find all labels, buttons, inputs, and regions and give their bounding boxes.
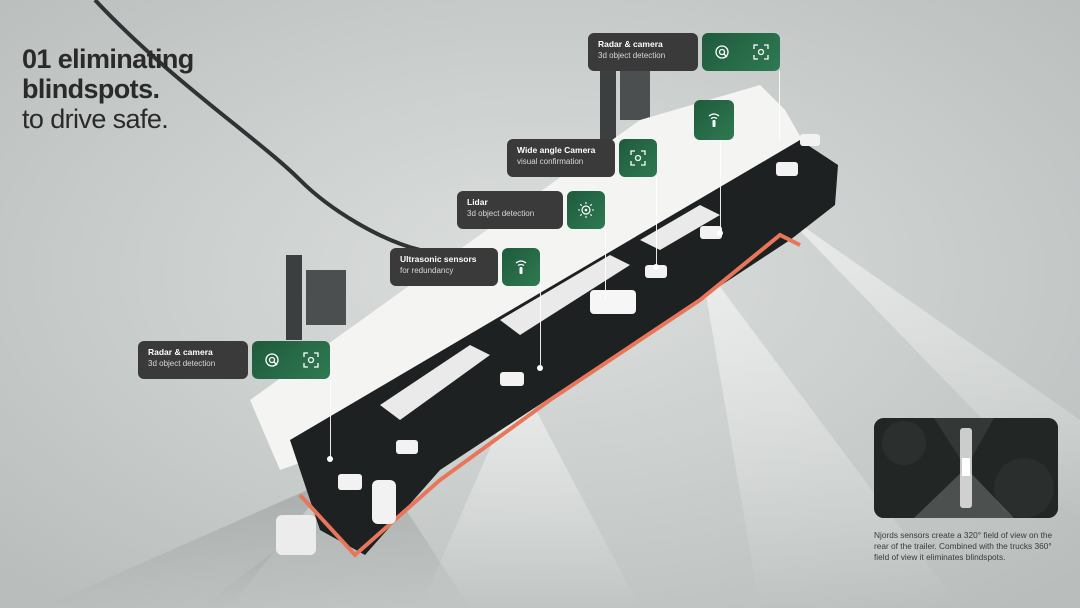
callout-subtitle: for redundancy [400,266,454,275]
callout-label: Radar & camera 3d object detection [588,33,698,71]
radar-icon [263,351,281,369]
leader-line [720,140,721,232]
callout-title: Lidar [467,197,488,207]
ultrasonic-sensor-marker [694,100,734,140]
camera-frame-icon [629,149,647,167]
callout-subtitle: 3d object detection [148,359,216,368]
callout-icons [252,341,330,379]
leader-line [779,71,780,141]
camera-frame-icon [302,351,320,369]
headline-line-3: to drive safe. [22,104,169,135]
leader-dot [653,264,659,270]
leader-dot [717,230,723,236]
callout-wide-angle-camera: Wide angle Camera visual confirmation [507,139,657,177]
callout-icons [502,248,540,286]
callout-icons [567,191,605,229]
leader-line [540,285,541,365]
callout-title: Radar & camera [598,39,663,49]
callout-subtitle: visual confirmation [517,157,584,166]
callout-subtitle: 3d object detection [467,209,535,218]
lidar-icon [577,201,595,219]
field-of-view-thumbnail [874,418,1058,518]
leader-line [330,380,331,458]
callout-title: Ultrasonic sensors [400,254,477,264]
callout-label: Wide angle Camera visual confirmation [507,139,615,177]
callout-icons [702,33,780,71]
leader-dot [537,365,543,371]
leader-line [605,229,606,299]
callout-subtitle: 3d object detection [598,51,666,60]
callout-radar-camera-top: Radar & camera 3d object detection [588,33,780,71]
radar-icon [713,43,731,61]
callout-title: Wide angle Camera [517,145,596,155]
callout-label: Lidar 3d object detection [457,191,563,229]
headline: 01 eliminating blindspots. to drive safe… [22,44,194,135]
camera-frame-icon [752,43,770,61]
callout-icons [619,139,657,177]
callout-label: Ultrasonic sensors for redundancy [390,248,498,286]
leader-dot [327,456,333,462]
callout-title: Radar & camera [148,347,213,357]
headline-line-1: 01 eliminating [22,44,194,74]
leader-line [656,176,657,266]
callout-label: Radar & camera 3d object detection [138,341,248,379]
callout-radar-camera-bottom: Radar & camera 3d object detection [138,341,330,379]
ultrasonic-icon [705,111,723,129]
caption-text: Njords sensors create a 320° field of vi… [874,530,1053,562]
ultrasonic-icon [512,258,530,276]
headline-line-2: blindspots. [22,74,160,105]
callout-ultrasonic-sensors: Ultrasonic sensors for redundancy [390,248,540,286]
callout-lidar: Lidar 3d object detection [457,191,605,229]
